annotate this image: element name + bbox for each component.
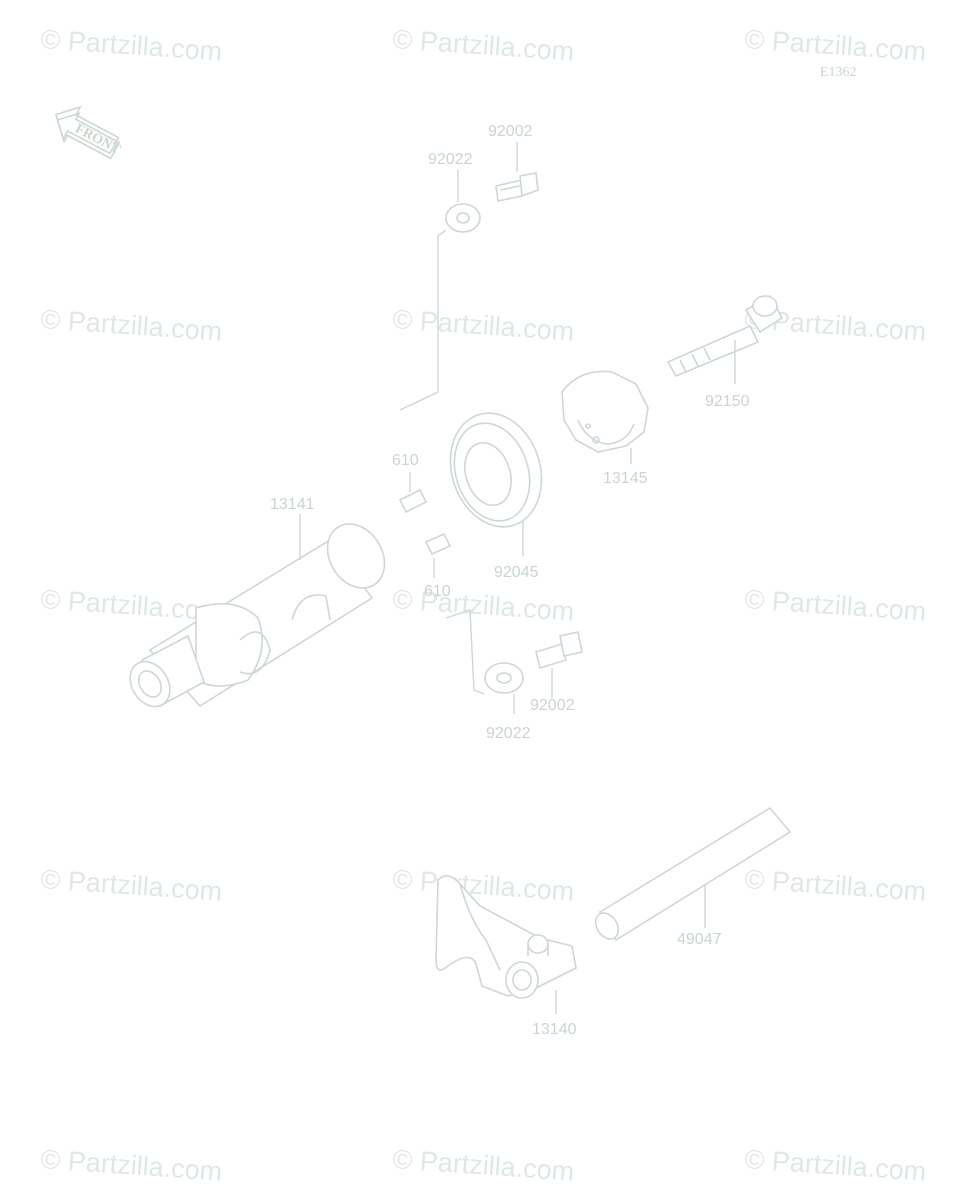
washer-bottom: 92022	[484, 662, 531, 742]
label-dowel-upper: 610	[392, 452, 419, 469]
bolt-top: 92002	[488, 123, 539, 202]
shift-fork: 13140	[435, 875, 577, 1038]
label-positioner: 13145	[603, 470, 648, 487]
diagram-code: E1362	[820, 65, 857, 80]
label-dowel-lower: 610	[424, 583, 451, 600]
washer-top: 92022	[428, 151, 481, 233]
watermark-text: © Partzilla.com	[392, 304, 576, 347]
watermark-text: © Partzilla.com	[744, 1144, 928, 1187]
label-bolt-bottom: 92002	[530, 697, 575, 714]
leader-bottom-assembly	[445, 609, 485, 695]
bolt-long: 92150	[666, 294, 784, 410]
watermark-text: © Partzilla.com	[392, 864, 576, 907]
label-bolt-long: 92150	[705, 393, 750, 410]
label-bolt-top: 92002	[488, 123, 533, 140]
fork-shaft: 49047	[594, 806, 792, 948]
dowel-pin-upper: 610	[392, 452, 428, 514]
watermark-text: © Partzilla.com	[392, 584, 576, 627]
shift-drum: 13141	[129, 496, 386, 708]
leader-top-assembly	[399, 229, 447, 411]
label-shift-fork: 13140	[532, 1021, 577, 1038]
watermark-text: © Partzilla.com	[40, 304, 224, 347]
watermark-text: © Partzilla.com	[392, 1144, 576, 1187]
dowel-pin-lower: 610	[424, 532, 452, 600]
watermark-text: © Partzilla.com	[744, 24, 928, 67]
label-fork-shaft: 49047	[677, 931, 722, 948]
label-bearing: 92045	[494, 564, 539, 581]
watermark-text: © Partzilla.com	[744, 864, 928, 907]
bolt-bottom: 92002	[530, 631, 583, 714]
label-washer-bottom: 92022	[486, 725, 531, 742]
label-shift-drum: 13141	[270, 496, 315, 513]
front-arrow-icon: FRONT	[54, 105, 123, 160]
label-washer-top: 92022	[428, 151, 473, 168]
watermark-text: © Partzilla.com	[392, 24, 576, 67]
watermark-text: © Partzilla.com	[40, 1144, 224, 1187]
watermark-text: © Partzilla.com	[744, 584, 928, 627]
watermark-text: © Partzilla.com	[40, 24, 224, 67]
positioner-cam: 13145	[561, 370, 649, 487]
ball-bearing: 92045	[449, 412, 543, 581]
watermark-layer: © Partzilla.com © Partzilla.com © Partzi…	[40, 24, 928, 1187]
watermark-text: © Partzilla.com	[40, 864, 224, 907]
